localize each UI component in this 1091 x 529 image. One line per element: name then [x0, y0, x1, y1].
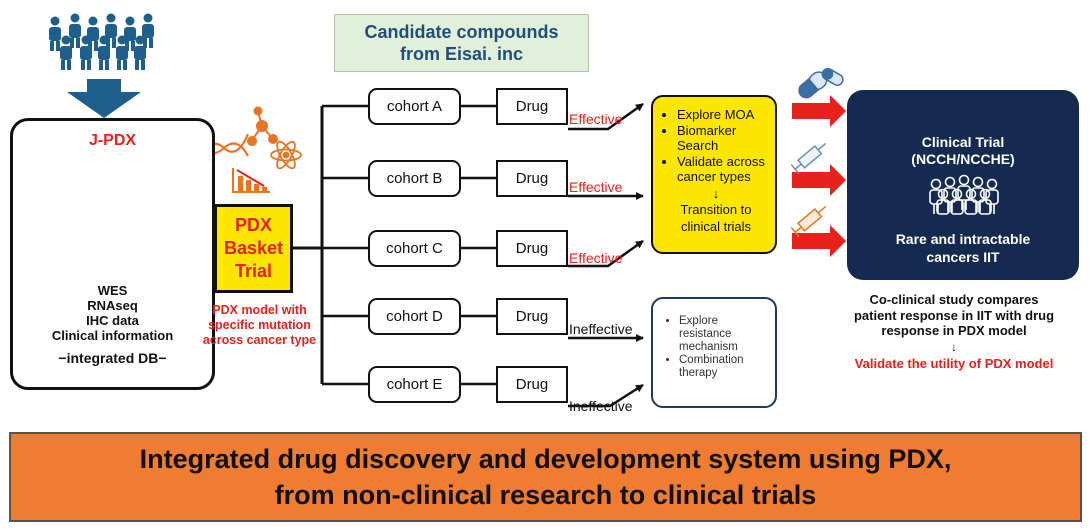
jpdx-title: J-PDX: [88, 132, 137, 149]
clinical-trial-subtitle-line: Rare and intractable: [895, 231, 1031, 247]
clinical-trial-subtitle-line: cancers IIT: [926, 249, 1000, 265]
result-label-effective: Effective: [569, 179, 623, 195]
drug-box: Drug: [496, 298, 568, 335]
coclinical-conclusion: Validate the utility of PDX model: [854, 356, 1054, 371]
drug-box: Drug: [496, 366, 568, 403]
basket-line: Trial: [234, 261, 272, 281]
coclinical-line: Co-clinical study compares: [869, 292, 1039, 307]
ineffective-actions-box: Explore resistance mechanism Combination…: [651, 297, 777, 408]
ineffective-action-item: Combination therapy: [679, 354, 771, 380]
jpdx-data-item: IHC data: [86, 313, 139, 328]
drug-box: Drug: [496, 160, 568, 197]
clinical-trial-box: Clinical Trial (NCCH/NCCHE) Rare and int…: [847, 90, 1079, 280]
pdx-basket-trial-box: PDX Basket Trial: [214, 204, 293, 293]
basket-caption-line: PDX model with: [212, 303, 307, 317]
cohort-a-box: cohort A: [368, 88, 461, 125]
people-group-icon: [49, 13, 154, 70]
red-arrows: [792, 95, 846, 257]
clinical-trial-title-line: Clinical Trial: [921, 134, 1005, 150]
cohort-b-box: cohort B: [368, 160, 461, 197]
basket-caption: PDX model with specific mutation across …: [196, 303, 323, 348]
basket-line: PDX: [234, 215, 272, 235]
banner-line: Integrated drug discovery and developmen…: [139, 444, 952, 474]
decline-chart-icon: [232, 168, 270, 193]
syringe-icon: [790, 142, 827, 175]
result-label-effective: Effective: [569, 250, 623, 266]
result-label-ineffective: Ineffective: [569, 321, 633, 337]
result-label-ineffective: Ineffective: [569, 398, 633, 414]
coclinical-line: patient response in IIT with drug: [853, 307, 1055, 323]
banner-line: from non-clinical research to clinical t…: [274, 480, 817, 510]
transition-arrow: ↓: [712, 185, 720, 201]
jpdx-data-item: WES: [97, 283, 128, 298]
down-arrow-icon: [67, 79, 141, 118]
coclinical-line: response in PDX model: [881, 323, 1027, 338]
transition-line: clinical trials: [680, 218, 752, 234]
drug-box: Drug: [496, 88, 568, 125]
cohort-e-box: cohort E: [368, 366, 461, 403]
basket-line: Basket: [223, 238, 284, 258]
jpdx-integrated-db-label: −integrated DB−: [58, 350, 167, 366]
effective-action-item: Biomarker Search: [677, 123, 771, 154]
atom-icon: [270, 140, 302, 170]
jpdx-data-item: Clinical information: [51, 328, 174, 343]
candidate-compounds-box: Candidate compounds from Eisai. inc: [334, 14, 589, 72]
summary-banner: Integrated drug discovery and developmen…: [9, 432, 1082, 522]
effective-action-item: Explore MOA: [677, 107, 771, 123]
molecule-icon: [247, 106, 278, 146]
basket-caption-line: across cancer type: [202, 333, 317, 347]
jpdx-data-item: RNAseq: [87, 298, 138, 313]
jpdx-data-list: WES RNAseq IHC data Clinical information: [10, 283, 215, 343]
cohort-d-box: cohort D: [368, 298, 461, 335]
candidates-line: from Eisai. inc: [399, 44, 524, 64]
effective-actions-box: Explore MOA Biomarker Search Validate ac…: [651, 95, 777, 254]
candidates-line: Candidate compounds: [364, 22, 559, 42]
drug-box: Drug: [496, 230, 568, 267]
effective-action-item: Validate across cancer types: [677, 154, 771, 185]
transition-line: Transition to: [680, 202, 752, 217]
syringe-icon: [790, 205, 827, 238]
ineffective-action-item: Explore resistance mechanism: [679, 315, 771, 354]
cohort-c-box: cohort C: [368, 230, 461, 267]
clinical-trial-title-line: (NCCH/NCCHE): [911, 151, 1015, 167]
coclinical-description: Co-clinical study compares patient respo…: [820, 292, 1088, 339]
clinical-trial-subtitle: Rare and intractable cancers IIT: [847, 230, 1079, 266]
jpdx-box: [10, 118, 215, 390]
patient-group-icon: [929, 174, 999, 215]
cohort-connectors: [322, 102, 644, 408]
clinical-trial-title: Clinical Trial (NCCH/NCCHE): [847, 134, 1079, 168]
basket-caption-line: specific mutation: [208, 318, 311, 332]
result-label-effective: Effective: [569, 111, 623, 127]
coclinical-arrow: ↓: [951, 340, 957, 354]
capsule-pill-icon: [798, 67, 844, 99]
